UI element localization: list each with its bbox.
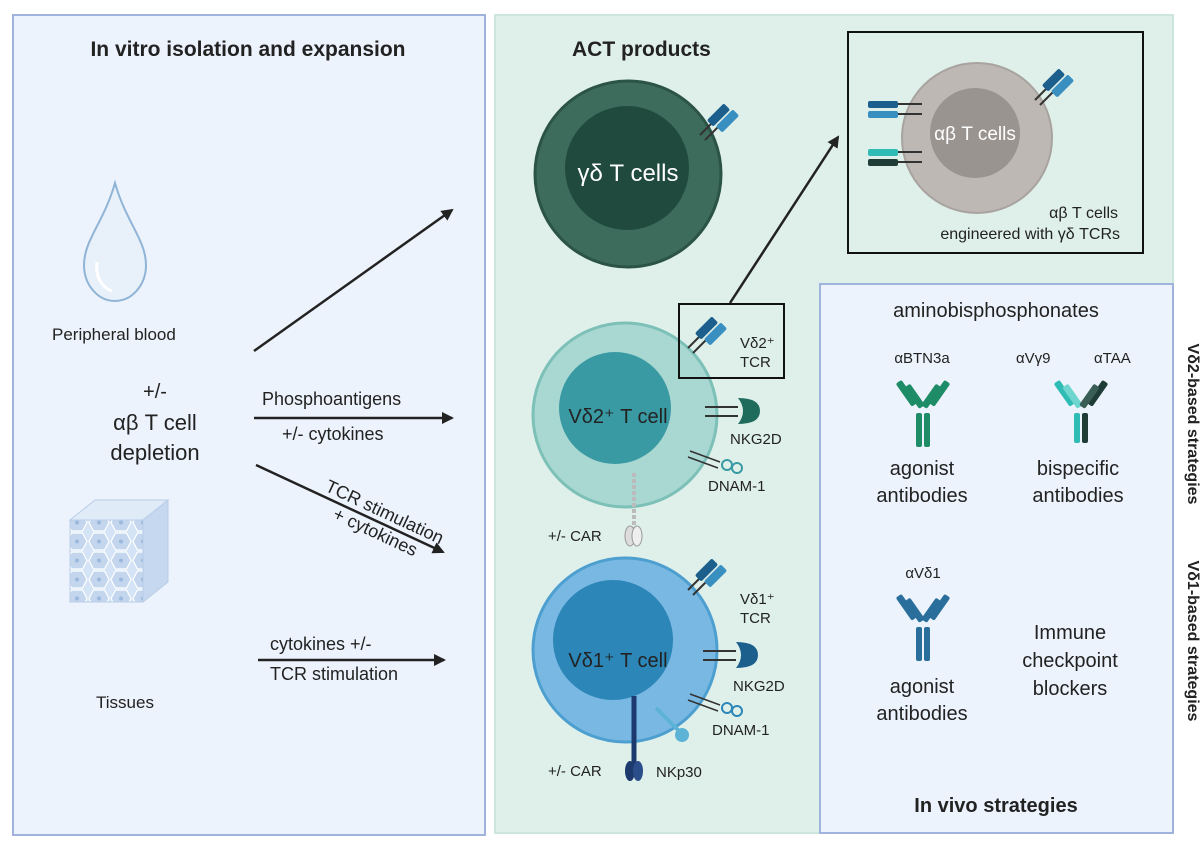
vd2-car-receptor bbox=[624, 473, 643, 547]
vd1-strategies-side-label: Vδ1-based strategies bbox=[1184, 560, 1200, 722]
ataa-label: αTAA bbox=[1094, 350, 1131, 367]
vd2-nkg2d-label: NKG2D bbox=[730, 431, 782, 448]
arrow-tcr-stimulation bbox=[255, 463, 445, 554]
blood-drop-icon bbox=[82, 179, 148, 303]
ab-tcr-blue bbox=[868, 101, 922, 118]
abtn3a-label: αBTN3a bbox=[894, 350, 950, 367]
icb-label-line3: blockers bbox=[1032, 678, 1108, 700]
antibody-bispecific-icon bbox=[1054, 380, 1108, 443]
in-vitro-title: In vitro isolation and expansion bbox=[90, 38, 406, 61]
agonist-antibodies-1-line2: antibodies bbox=[876, 485, 968, 507]
vd2-tcr-highlight-box bbox=[678, 303, 785, 379]
tissues-label: Tissues bbox=[96, 693, 154, 712]
agonist-antibodies-1-line1: agonist bbox=[889, 458, 955, 480]
vd1-nkg2d-receptor bbox=[703, 642, 758, 668]
bispecific-antibodies-line2: antibodies bbox=[1032, 485, 1124, 507]
in-vivo-title: In vivo strategies bbox=[914, 795, 1078, 817]
vd1-nkg2d-label: NKG2D bbox=[733, 678, 785, 695]
engineered-label-line2: engineered with γδ TCRs bbox=[940, 226, 1120, 243]
vd2-dnam-label: DNAM-1 bbox=[708, 478, 766, 495]
vd2-tcr-label-line2: TCR bbox=[740, 354, 771, 371]
vd1-car-receptor bbox=[625, 696, 643, 781]
gd-t-cell bbox=[533, 79, 741, 269]
agonist-antibodies-2-line2: antibodies bbox=[876, 703, 968, 725]
vd2-car-label: +/- CAR bbox=[548, 528, 602, 545]
phosphoantigens-label: Phosphoantigens bbox=[262, 389, 402, 409]
depletion-label-line1: +/- bbox=[143, 381, 167, 403]
vd1-nkp30-label: NKp30 bbox=[656, 764, 702, 781]
avd1-label: αVδ1 bbox=[905, 565, 941, 582]
vd2-t-cell bbox=[531, 315, 760, 547]
vd2-dnam-receptor bbox=[687, 450, 743, 474]
vd1-dnam-label: DNAM-1 bbox=[712, 722, 770, 739]
avg9-label: αVγ9 bbox=[1016, 350, 1051, 367]
vd1-dnam-receptor bbox=[687, 693, 743, 717]
vd1-tcr-label-line2: TCR bbox=[740, 610, 771, 627]
icb-label-line1: Immune bbox=[1033, 622, 1107, 644]
vd1-nkp30-receptor bbox=[654, 706, 689, 742]
tcr-stimulation-bottom-label: TCR stimulation bbox=[270, 664, 399, 684]
vd1-t-cell-label: Vδ1⁺ T cell bbox=[568, 650, 668, 672]
vd2-nkg2d-receptor bbox=[705, 398, 760, 424]
plus-minus-cytokines-label: +/- cytokines bbox=[282, 424, 384, 444]
arrow-blood-to-gd bbox=[253, 208, 454, 353]
bispecific-antibodies-line1: bispecific bbox=[1036, 458, 1120, 480]
vd1-car-label: +/- CAR bbox=[548, 763, 602, 780]
antibody-avd1-icon bbox=[895, 593, 951, 661]
depletion-label-line3: depletion bbox=[110, 440, 200, 465]
icb-label-line2: checkpoint bbox=[1022, 650, 1118, 672]
ab-t-cell bbox=[868, 62, 1076, 214]
cytokines-label: cytokines +/- bbox=[270, 634, 372, 654]
gd-t-cells-label: γδ T cells bbox=[577, 160, 679, 187]
vd2-t-cell-label: Vδ2⁺ T cell bbox=[568, 406, 668, 428]
arrow-to-engineered bbox=[728, 135, 840, 304]
peripheral-blood-label: Peripheral blood bbox=[52, 325, 176, 344]
antibody-abtn3a-icon bbox=[895, 379, 951, 447]
vd1-t-cell bbox=[531, 556, 758, 781]
vd2-strategies-side-label: Vδ2-based strategies bbox=[1184, 343, 1200, 505]
ab-tcr-teal bbox=[868, 149, 922, 166]
vd2-tcr-label-line1: Vδ2⁺ bbox=[740, 335, 775, 352]
in-vitro-panel bbox=[12, 14, 486, 836]
ab-t-cells-label: αβ T cells bbox=[934, 124, 1016, 145]
depletion-label-line2: αβ T cell bbox=[113, 410, 197, 435]
in-vivo-panel bbox=[819, 283, 1174, 834]
engineered-label-line1: αβ T cells bbox=[1049, 205, 1118, 222]
agonist-antibodies-2-line1: agonist bbox=[889, 676, 955, 698]
act-products-title: ACT products bbox=[572, 38, 711, 61]
tissue-cube-icon bbox=[68, 498, 170, 604]
aminobisphosphonates-label: aminobisphosphonates bbox=[893, 300, 1099, 322]
vd1-tcr-label-line1: Vδ1⁺ bbox=[740, 591, 775, 608]
